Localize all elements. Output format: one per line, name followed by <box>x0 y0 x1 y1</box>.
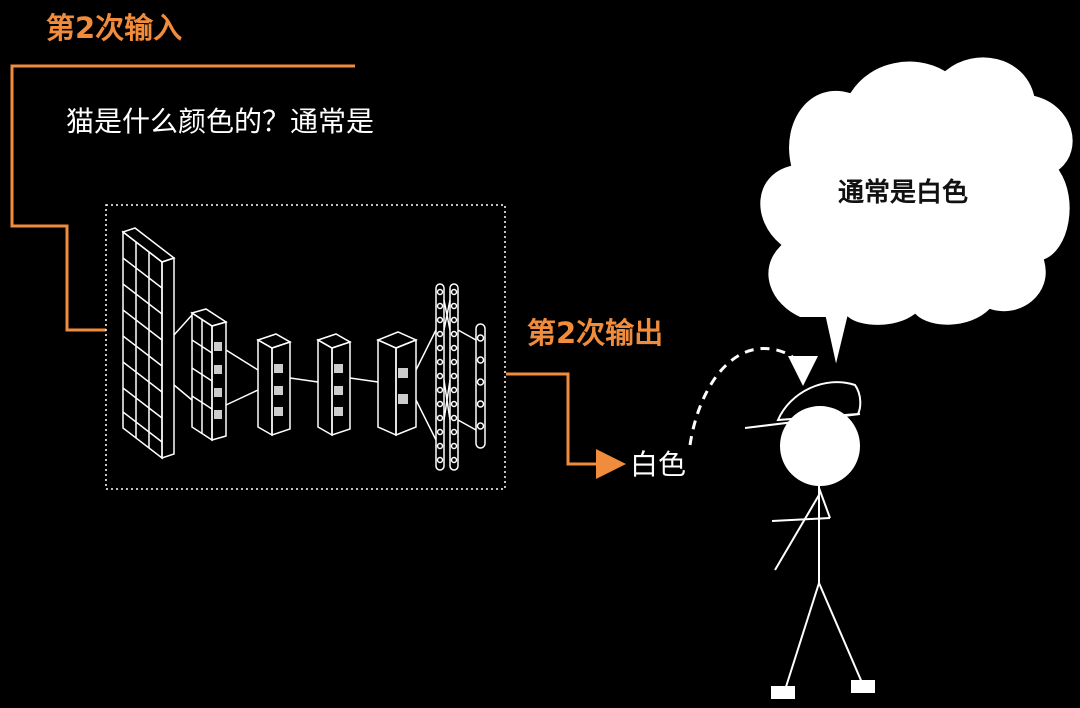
conv-layer-4 <box>376 331 418 437</box>
network-frame <box>105 204 506 490</box>
input-grid-layer <box>121 227 176 460</box>
neural-network-icon <box>121 227 486 471</box>
feedback-dashed-arrow <box>688 347 818 446</box>
input-label: 第2次输入 <box>46 11 183 45</box>
dense-layer-2 <box>449 283 459 471</box>
thought-cloud <box>758 55 1075 369</box>
conv-layer-1 <box>190 308 228 442</box>
hat-icon <box>776 381 862 422</box>
thought-text: 通常是白色 <box>838 178 969 208</box>
conv-layer-2 <box>256 333 292 437</box>
answer-text: 白色 <box>630 448 687 481</box>
dense-layer-1 <box>435 283 445 471</box>
output-connector-arrow <box>506 372 626 479</box>
output-label: 第2次输出 <box>527 316 664 350</box>
stick-figure <box>744 381 875 699</box>
question-text: 猫是什么颜色的？通常是 <box>66 105 375 138</box>
head <box>780 406 860 486</box>
output-layer <box>475 323 486 449</box>
conv-layer-3 <box>316 333 352 437</box>
input-connector-line <box>10 64 355 332</box>
